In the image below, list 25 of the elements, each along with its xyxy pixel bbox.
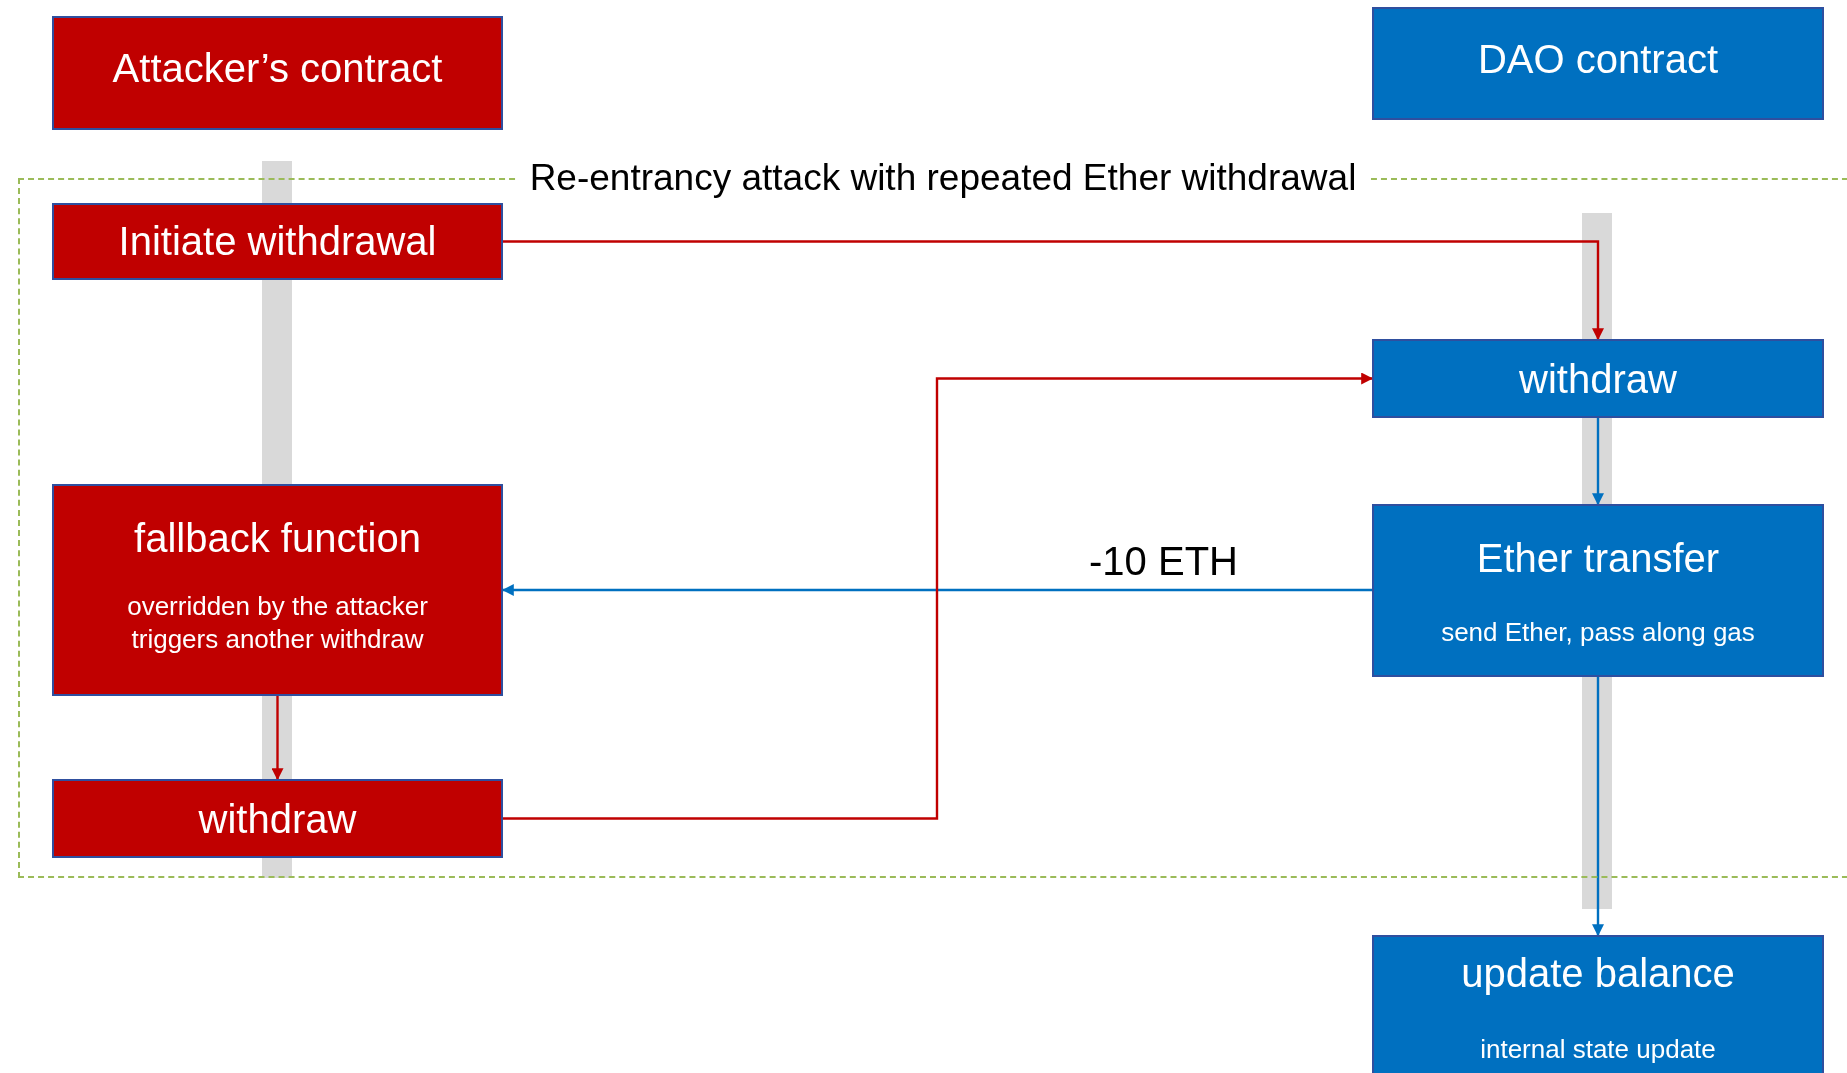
box-title: fallback function [134,515,421,562]
arrow [1592,418,1604,506]
process-box [52,16,503,130]
box-description: overridden by the attacker triggers another withdraw [126,590,429,656]
arrow [503,240,1604,341]
arrow [503,372,1374,820]
box-title: Initiate withdrawal [118,218,437,265]
box-title: Ether transfer [1476,535,1720,582]
arrow [271,696,284,781]
process-box [52,779,503,858]
process-box [52,203,503,280]
process-box [1372,935,1824,1073]
box-title: DAO contract [1477,36,1719,83]
box-description: send Ether, pass along gas [1441,616,1755,649]
process-box [1372,339,1824,418]
box-title: withdraw [1519,356,1677,403]
box-description: internal state update [1480,1033,1716,1066]
box-title: update balance [1461,950,1735,997]
box-title: withdraw [198,796,357,843]
process-box [1372,504,1824,677]
arrow [1592,677,1604,937]
edge-label: -10 ETH [1088,538,1239,584]
process-box [1372,7,1824,120]
process-box [52,484,503,696]
box-title: Attacker’s contract [112,45,443,92]
